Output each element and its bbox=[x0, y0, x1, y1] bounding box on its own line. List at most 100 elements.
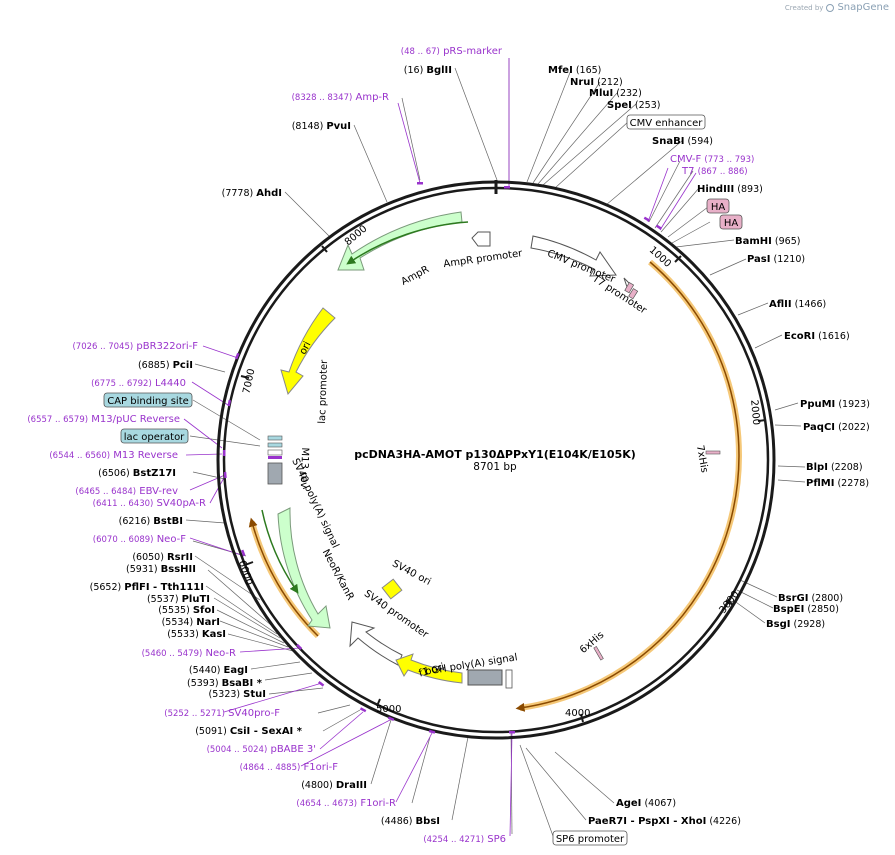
feature-label-ori: ori bbox=[298, 340, 314, 357]
7xhis-tag bbox=[705, 450, 721, 455]
ha-tag-2 bbox=[628, 288, 639, 300]
connector-lines bbox=[185, 58, 806, 837]
feature-label-ampr: AmpR bbox=[400, 264, 432, 288]
enzyme-eagi: (5440) EagI bbox=[189, 665, 248, 676]
plasmid-size: 8701 bp bbox=[473, 461, 517, 473]
sv40-polya-feature bbox=[267, 462, 283, 485]
enzyme-stui: (5323) StuI bbox=[209, 689, 266, 700]
cmv-promoter-feature bbox=[530, 235, 617, 277]
enzyme-nrui: NruI (212) bbox=[570, 77, 623, 88]
enzyme-ahdi: (7778) AhdI bbox=[222, 188, 282, 199]
enzyme-rsrii: (6050) RsrII bbox=[132, 552, 193, 563]
enzyme-pflfi: (5652) PflFI - Tth111I bbox=[90, 582, 204, 593]
enzyme-pluti: (5537) PluTI bbox=[147, 594, 210, 605]
enzyme-pcii: (6885) PciI bbox=[138, 360, 193, 371]
sp6-promoter-box bbox=[552, 830, 628, 846]
primer-neo-r: (5460 .. 5479) Neo-R bbox=[142, 648, 236, 659]
sv40-promoter-feature bbox=[349, 621, 403, 666]
tick-label: 7000 bbox=[241, 368, 257, 395]
enzyme-pvui: (8148) PvuI bbox=[292, 121, 351, 132]
enzyme-bbsi: (4486) BbsI bbox=[381, 816, 440, 827]
enzyme-snabi: SnaBI (594) bbox=[652, 136, 713, 147]
enzyme-bsshii: (5931) BssHII bbox=[126, 564, 196, 575]
primer-sv40pro-f: (5252 .. 5271) SV40pro-F bbox=[164, 708, 280, 719]
ampr-promoter-feature bbox=[471, 231, 491, 247]
tick-label: 2000 bbox=[748, 399, 761, 425]
ha-tag-1 bbox=[624, 282, 635, 294]
cap-binding-site-feature bbox=[267, 435, 283, 441]
bgh-polya-feature bbox=[467, 669, 503, 686]
plasmid-name: pcDNA3HA-AMOT p130ΔPPxY1(E104K/E105K) bbox=[354, 448, 636, 461]
amot-orf-line bbox=[515, 261, 740, 712]
origin-marker bbox=[494, 180, 498, 194]
primer-lines bbox=[183, 58, 697, 837]
enzyme-pasi: PasI (1210) bbox=[747, 254, 805, 265]
enzyme-agei: AgeI (4067) bbox=[616, 798, 676, 809]
feature-label-m13-rev: M13 rev bbox=[298, 447, 310, 488]
cmv-enhancer-box bbox=[626, 114, 706, 130]
enzyme-spei: SpeI (253) bbox=[607, 100, 660, 111]
tick-marks bbox=[240, 245, 767, 723]
primer-sv40pa-r: (6411 .. 6430) SV40pA-R bbox=[93, 498, 206, 509]
snapgene-name: SnapGene bbox=[837, 2, 889, 13]
sp6-promoter-label: SP6 promoter bbox=[556, 834, 625, 845]
primer-m13-reverse: (6544 .. 6560) M13 Reverse bbox=[49, 450, 178, 461]
enzyme-bsrgi: BsrGI (2800) bbox=[778, 593, 843, 604]
tick-label: 4000 bbox=[565, 708, 590, 719]
snapgene-watermark: Created by SnapGene bbox=[785, 2, 889, 13]
enzyme-bsabi: (5393) BsaBI * bbox=[187, 678, 263, 689]
ha-label-1: HA bbox=[711, 202, 726, 213]
cap-binding-site-box bbox=[103, 392, 193, 408]
primer-neo-f: (6070 .. 6089) Neo-F bbox=[93, 534, 186, 545]
enzyme-kasi: (5533) KasI bbox=[167, 629, 226, 640]
primer-prs-marker: (48 .. 67) pRS-marker bbox=[401, 46, 503, 57]
neor-feature bbox=[277, 507, 331, 629]
m13-rev-feature bbox=[268, 456, 282, 459]
feature-label-t7-promoter: T7 promoter bbox=[589, 273, 649, 317]
6xhis-tag bbox=[593, 646, 604, 661]
enzyme-paqci: PaqCI (2022) bbox=[803, 422, 870, 433]
primer-t7: T7 (867 .. 886) bbox=[681, 166, 748, 177]
enzyme-pflmi: PflMI (2278) bbox=[806, 478, 869, 489]
primer-f1ori-r: (4654 .. 4673) F1ori-R bbox=[296, 798, 396, 809]
primer-sp6: (4254 .. 4271) SP6 bbox=[423, 834, 506, 845]
tick-label: 5000 bbox=[376, 704, 401, 715]
enzyme-mlui: MluI (232) bbox=[589, 88, 642, 99]
cap-binding-site-label: CAP binding site bbox=[107, 396, 189, 407]
enzyme-bglii: (16) BglII bbox=[404, 65, 452, 76]
f1-ori-feature bbox=[395, 653, 463, 684]
lac-promoter-feature bbox=[267, 449, 283, 456]
enzyme-blpi: BlpI (2208) bbox=[806, 462, 863, 473]
enzyme-aflii: AflII (1466) bbox=[769, 299, 826, 310]
feature-label-ampr-promoter: AmpR promoter bbox=[443, 248, 524, 270]
enzyme-bstz17i: (6506) BstZ17I bbox=[98, 468, 176, 479]
primer-m13-puc-reverse: (6557 .. 6579) M13/pUC Reverse bbox=[27, 414, 180, 425]
cmv-enhancer-label: CMV enhancer bbox=[630, 118, 704, 129]
primer-ebv-rev: (6465 .. 6484) EBV-rev bbox=[75, 486, 178, 497]
sp6-promoter-feature bbox=[505, 669, 513, 689]
ha-box-1 bbox=[706, 198, 730, 214]
enzyme-paer7i: PaeR7I - PspXI - XhoI (4226) bbox=[588, 816, 741, 827]
primer-l4440: (6775 .. 6792) L4440 bbox=[91, 378, 186, 389]
primer-pbr322ori-f: (7026 .. 7045) pBR322ori-F bbox=[72, 341, 198, 352]
enzyme-bstbi: (6216) BstBI bbox=[119, 516, 183, 527]
enzyme-hindiii: HindIII (893) bbox=[697, 184, 763, 195]
feature-label-neor: NeoR/KanR bbox=[320, 548, 356, 603]
feature-label-sv40-promoter: SV40 promoter bbox=[362, 588, 431, 641]
enzyme-bsgi: BsgI (2928) bbox=[766, 619, 825, 630]
lac-operator-box bbox=[120, 428, 189, 444]
lac-operator-feature bbox=[267, 442, 283, 448]
feature-label-7xhis: 7xHis bbox=[694, 444, 710, 473]
feature-label-sv40-polya: SV40 poly(A) signal bbox=[289, 457, 340, 550]
sv40-ori-feature bbox=[381, 578, 403, 600]
enzyme-nari: (5534) NarI bbox=[162, 617, 220, 628]
created-by-label: Created by bbox=[784, 3, 824, 12]
primer-f1ori-f: (4864 .. 4885) F1ori-F bbox=[240, 762, 339, 773]
ha-label-2: HA bbox=[724, 218, 739, 229]
enzyme-sfoi: (5535) SfoI bbox=[158, 605, 215, 616]
enzyme-bamhi: BamHI (965) bbox=[735, 236, 800, 247]
enzyme-ppumi: PpuMI (1923) bbox=[800, 399, 870, 410]
primer-amp-r: (8328 .. 8347) Amp-R bbox=[292, 92, 389, 103]
primer-cmv-f: CMV-F (773 .. 793) bbox=[670, 154, 754, 165]
